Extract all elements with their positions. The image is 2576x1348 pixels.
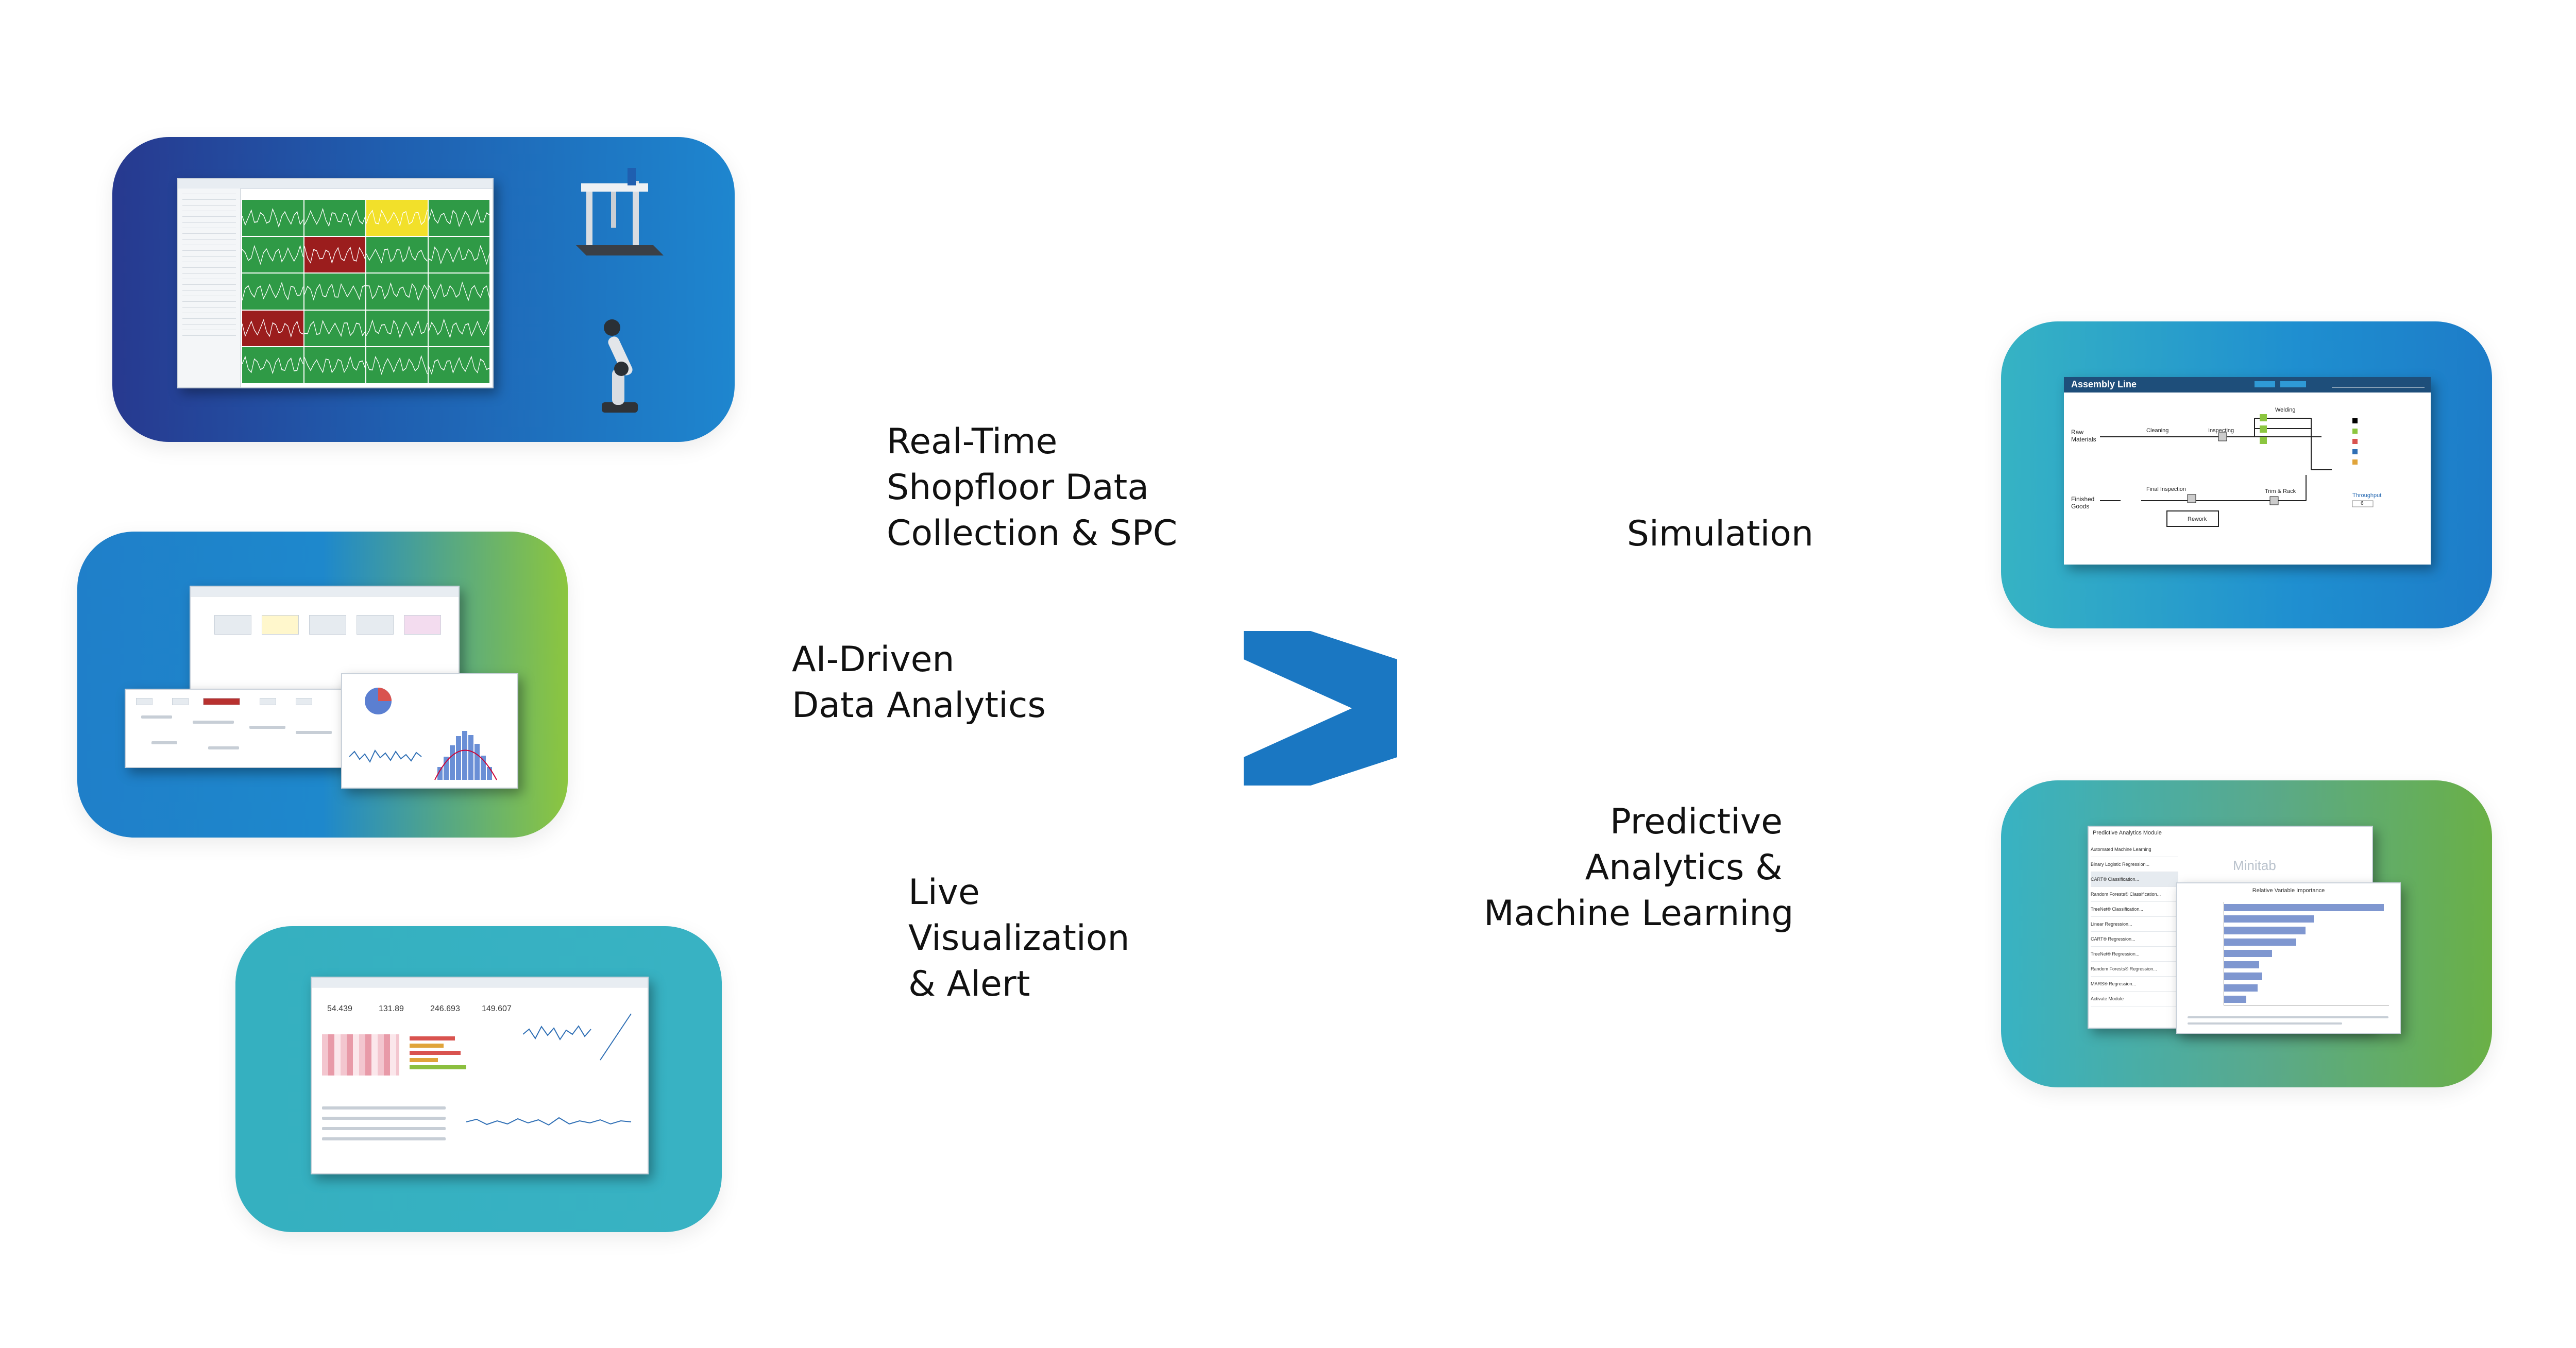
live-visualization-card: 54.439 131.89 246.693 149.607 [235,926,722,1232]
ai-analytics-card [77,532,568,838]
spc-card [112,137,735,442]
live-dashboard-screenshot: 54.439 131.89 246.693 149.607 [311,977,649,1174]
node-rework: Rework [2188,516,2207,522]
minitab-brand: Minitab [2233,858,2276,873]
importance-bar [2224,972,2263,980]
process-capability-chart [523,1013,632,1061]
importance-bar [2224,927,2306,934]
menu-item[interactable]: CART® Classification... [2091,872,2178,887]
label-predictive: Predictive Analytics & Machine Learning [1484,801,1794,934]
importance-bar [2224,949,2272,958]
kpi-value: 131.89 [379,1004,404,1013]
kpi-value: 149.607 [482,1004,512,1013]
simulation-card: Assembly Line Raw Materials Cleaning Ins… [2001,321,2492,628]
chart-title: Relative Variable Importance [2252,888,2325,894]
importance-bar [2224,904,2384,912]
menu-item[interactable]: Activate Module [2091,992,2178,1006]
importance-bar [2224,915,2314,923]
assembly-line-title: Assembly Line [2071,379,2137,389]
analysis-report-screenshot [341,673,518,789]
importance-bar [2224,984,2258,992]
label-ai-analytics: AI-Driven Data Analytics [792,639,1046,726]
label-spc: Real-Time Shopfloor Data Collection & SP… [887,421,1178,554]
bar-chart [410,1034,466,1081]
spc-chart-grid [242,200,489,383]
node-inspecting: Inspecting [2208,428,2234,434]
importance-bar [2224,961,2260,969]
node-trim-rack: Trim & Rack [2265,488,2296,494]
brand-arrow-logo [1244,631,1397,786]
menu-item[interactable]: MARS® Regression... [2091,977,2178,992]
histogram-icon [434,731,497,780]
menu-item[interactable]: Linear Regression... [2091,917,2178,932]
node-finished-goods: Finished Goods [2071,496,2095,510]
node-welding: Welding [2275,407,2296,413]
throughput-label: Throughput [2352,492,2382,499]
importance-bar [2224,995,2247,1003]
menu-item[interactable]: Binary Logistic Regression... [2091,857,2178,872]
menu-item[interactable]: Automated Machine Learning [2091,842,2178,857]
cmm-machine-icon [576,168,664,255]
node-final-inspection: Final Inspection [2146,486,2187,492]
node-cleaning: Cleaning [2146,428,2169,434]
label-simulation: Simulation [1626,514,1814,554]
menu-item[interactable]: Random Forests® Classification... [2091,887,2178,902]
heatmap [322,1034,399,1076]
importance-bar [2224,938,2296,946]
kpi-value: 246.693 [430,1004,460,1013]
assembly-line-screenshot: Assembly Line Raw Materials Cleaning Ins… [2064,377,2431,565]
menu-list: Automated Machine Learning Binary Logist… [2091,842,2178,1006]
spc-sidebar [178,189,241,387]
menu-item[interactable]: TreeNet® Classification... [2091,902,2178,917]
menu-item[interactable]: TreeNet® Regression... [2091,947,2178,962]
robot-arm-icon [602,319,638,413]
predictive-analytics-card: Predictive Analytics Module Minitab Auto… [2001,780,2492,1087]
pie-chart-icon [365,688,392,714]
label-live-visualization: Live Visualization & Alert [908,872,1130,1004]
spc-software-screenshot [177,178,494,388]
menu-item[interactable]: Random Forests® Regression... [2091,962,2178,977]
assembly-flow-diagram [2100,381,2425,527]
menu-item[interactable]: CART® Regression... [2091,932,2178,947]
kpi-value: 54.439 [327,1004,352,1013]
trend-chart [466,1117,632,1126]
line-chart-icon [349,749,422,763]
workflow-diagram-screenshot [125,689,353,768]
throughput-value: 6 [2361,501,2364,506]
menu-title: Predictive Analytics Module [2093,830,2162,836]
importance-bars [2224,902,2389,1005]
node-raw-materials: Raw Materials [2071,429,2096,443]
variable-importance-screenshot: Relative Variable Importance [2176,882,2401,1034]
